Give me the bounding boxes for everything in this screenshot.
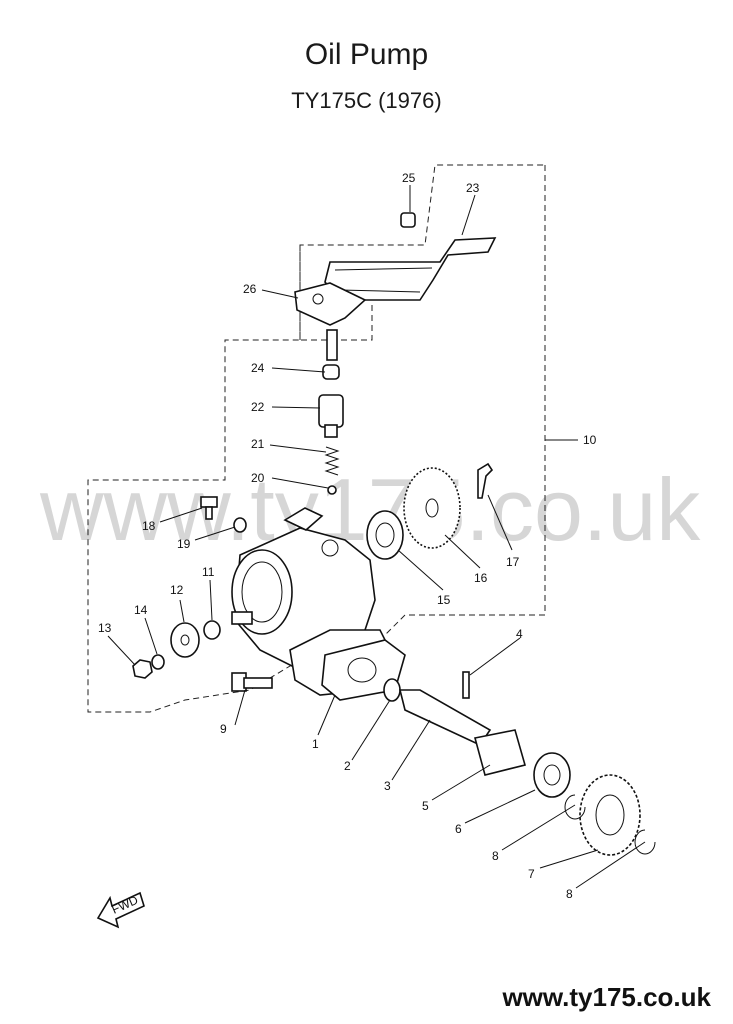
callout-6: 6: [455, 822, 462, 836]
pin-17: [477, 462, 494, 499]
callout-5: 5: [422, 799, 429, 813]
fwd-arrow-icon: FWD: [96, 891, 145, 929]
callout-14: 14: [134, 603, 148, 617]
footer-url: www.ty175.co.uk: [502, 982, 711, 1012]
bearing-6-bore: [543, 764, 561, 786]
nut-13: [132, 659, 153, 679]
washer-19: [233, 517, 247, 533]
shaft-3: [398, 689, 492, 747]
plate-26: [294, 282, 367, 326]
callout-4: 4: [516, 627, 523, 641]
callout-17: 17: [506, 555, 520, 569]
callout-2: 2: [344, 759, 351, 773]
callout-21: 21: [251, 437, 265, 451]
pipe-rod: [326, 329, 338, 361]
callout-20: 20: [251, 471, 265, 485]
plate-hole: [312, 293, 324, 305]
bearing-6: [533, 752, 571, 798]
fitting-22-tip: [324, 424, 338, 438]
callout-10: 10: [583, 433, 597, 447]
sleeve-5: [474, 729, 526, 776]
callout-3: 3: [384, 779, 391, 793]
sub-outline-26: [299, 245, 373, 341]
ball-20: [327, 485, 337, 495]
callout-15: 15: [437, 593, 451, 607]
bearing-15-bore: [375, 522, 395, 548]
callout-26: 26: [243, 282, 257, 296]
callout-13: 13: [98, 621, 112, 635]
callout-19: 19: [177, 537, 191, 551]
washer-11: [203, 620, 221, 640]
screw-18-head: [200, 496, 218, 508]
clip-8-lower: [634, 829, 656, 855]
gear-16: [403, 467, 461, 549]
gear-16-hub: [425, 498, 439, 518]
diagram-title: Oil Pump: [304, 38, 429, 71]
pin-4: [462, 671, 470, 699]
callout-16: 16: [474, 571, 488, 585]
callout-1: 1: [312, 737, 319, 751]
gear-7-hub: [595, 794, 625, 836]
plate-12-hole: [180, 634, 190, 646]
screw-18-shank: [205, 506, 213, 520]
callout-25: 25: [402, 171, 416, 185]
callout-18: 18: [142, 519, 156, 533]
callout-11: 11: [202, 565, 215, 579]
washer-14: [151, 654, 165, 670]
diagram-subtitle: TY175C (1976): [291, 88, 442, 113]
callout-8-lower: 8: [566, 887, 573, 901]
callout-23: 23: [466, 181, 480, 195]
bearing-15: [366, 510, 404, 560]
clip-8-upper: [564, 794, 586, 820]
nut-24: [322, 364, 340, 380]
leader-lines: [107, 185, 646, 889]
bolt-9-shank: [243, 677, 273, 689]
callout-8-upper: 8: [492, 849, 499, 863]
callout-24: 24: [251, 361, 265, 375]
plate-12: [170, 622, 200, 658]
gasket-1-hole: [347, 657, 377, 683]
callout-12: 12: [170, 583, 184, 597]
seal-2: [383, 678, 401, 702]
callout-22: 22: [251, 400, 265, 414]
spring-21: [324, 446, 340, 476]
callout-9: 9: [220, 722, 227, 736]
gear-7: [579, 774, 641, 856]
callout-7: 7: [528, 867, 535, 881]
cap-25: [400, 212, 416, 228]
callout-labels: 25 23 26 24 22 21 20 10 18 19 17 16 15 1…: [98, 171, 597, 901]
fitting-22: [318, 394, 344, 428]
